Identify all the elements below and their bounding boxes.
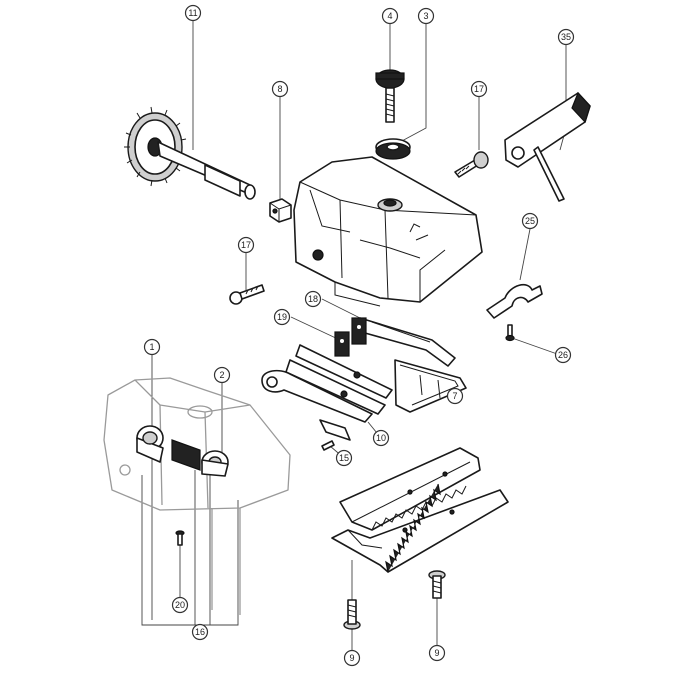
bracket-frame-part [394,359,467,413]
lower-blade-part [331,483,509,573]
gear-shaft-part [124,106,256,200]
screw-20-part [175,530,185,546]
callout-26: 26 [554,346,572,364]
callout-17b: 17 [237,236,255,254]
callout-17a: 17 [470,80,488,98]
callout-1: 1 [143,338,161,356]
callout-11: 11 [184,4,202,22]
upper-blade-part [339,447,481,531]
callout-label: 35 [561,32,571,42]
main-housing-part [293,156,483,307]
callout-9a: 9 [343,649,361,667]
callout-label: 8 [277,84,282,94]
blade-screw-left-part [343,599,361,630]
callout-2: 2 [213,366,231,384]
leader-3 [399,24,427,143]
callout-label: 16 [195,627,205,637]
callout-label: 1 [149,342,154,352]
callout-label: 9 [434,648,439,658]
callout-25: 25 [521,212,539,230]
callout-label: 2 [219,370,224,380]
lever-links-part [261,344,393,441]
leader-19 [290,316,341,341]
blade-screw-right-part [428,570,446,599]
bushings-part [136,425,229,477]
callout-19: 19 [273,308,291,326]
callout-9b: 9 [428,644,446,662]
callout-label: 4 [387,11,392,21]
callout-10: 10 [372,429,390,447]
callout-label: 7 [452,391,457,401]
screwdriver-tool-part [504,91,591,202]
callout-label: 10 [376,433,386,443]
callout-label: 25 [525,216,535,226]
callout-label: 15 [339,453,349,463]
small-block-part [269,198,292,223]
callout-7: 7 [446,387,464,405]
knurled-screw-part [375,69,405,123]
callout-20: 20 [171,596,189,614]
leader-18 [321,298,361,319]
callout-18: 18 [304,290,322,308]
screw-17a-part [454,151,489,178]
spring-plate-part [334,317,456,367]
callout-label: 3 [423,11,428,21]
washer-part [375,138,411,160]
leader-25 [519,228,531,281]
callout-label: 18 [308,294,318,304]
callout-label: 17 [241,240,251,250]
ghost-housing-part [103,377,291,615]
tiny-screw-15-part [321,440,335,451]
leader-26 [511,337,561,356]
callout-16: 16 [191,623,209,641]
callout-3: 3 [417,7,435,25]
screw-17b-part [229,284,265,305]
callout-label: 17 [474,84,484,94]
callouts: 11 4 3 35 8 17 17 25 [143,4,575,667]
callout-35: 35 [557,28,575,46]
clamp-part [486,283,543,319]
callout-15: 15 [335,449,353,467]
leader-16-bracket [141,475,239,626]
callout-label: 11 [188,8,197,18]
callout-8: 8 [271,80,289,98]
callout-label: 19 [277,312,287,322]
callout-label: 20 [175,600,185,610]
callout-label: 9 [349,653,354,663]
tiny-screw-26-part [505,324,515,342]
callout-label: 26 [558,350,568,360]
callout-4: 4 [381,7,399,25]
